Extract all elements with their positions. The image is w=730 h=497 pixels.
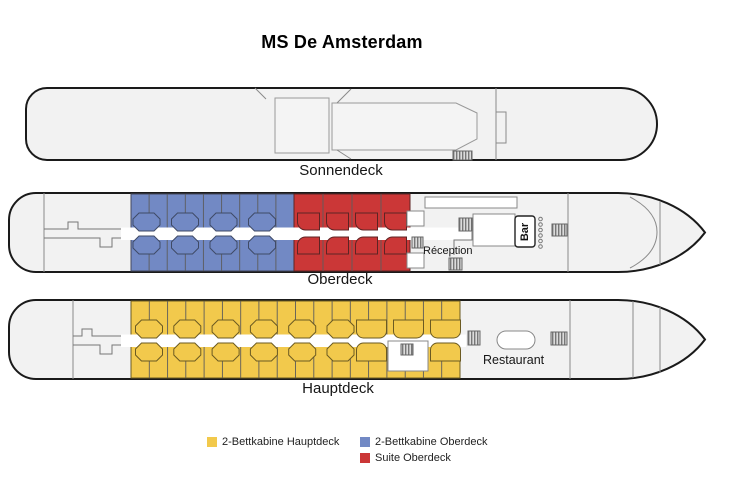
legend-item-hauptdeck: 2-Bettkabine Hauptdeck	[207, 436, 339, 448]
stairs-icon	[411, 236, 424, 249]
reception-label: Réception	[423, 245, 473, 257]
oberdeck-label: Oberdeck	[307, 271, 373, 288]
stairs-icon	[448, 257, 463, 271]
legend-swatch-blue	[360, 437, 370, 447]
legend-label: 2-Bettkabine Hauptdeck	[222, 436, 340, 448]
legend-item-oberdeck: 2-Bettkabine Oberdeck	[360, 436, 488, 448]
restaurant-table	[496, 330, 536, 350]
side-room	[406, 252, 425, 269]
bar-back-room	[472, 213, 516, 247]
legend-swatch-yellow	[207, 437, 217, 447]
legend-label: 2-Bettkabine Oberdeck	[375, 436, 488, 448]
canopy-structure	[331, 102, 478, 151]
deck-partition	[495, 88, 507, 160]
legend-column: 2-Bettkabine Oberdeck Suite Oberdeck	[360, 436, 488, 464]
corridor-oberdeck	[121, 227, 473, 240]
stairs-icon	[551, 223, 568, 237]
corridor-wall-top	[44, 221, 131, 230]
bar-stools	[538, 216, 543, 249]
hauptdeck-label: Hauptdeck	[302, 380, 374, 397]
funnel-housing	[274, 97, 330, 154]
page-title: MS De Amsterdam	[261, 32, 423, 52]
deck-ramp-lines	[254, 87, 352, 160]
legend-swatch-red	[360, 453, 370, 463]
stairs-icon	[467, 330, 481, 346]
legend-label: Suite Oberdeck	[375, 452, 451, 464]
stairs-icon	[452, 150, 473, 161]
bar-label: Bar	[519, 222, 531, 241]
skylight-strip	[424, 196, 518, 209]
stairs-icon	[550, 331, 568, 346]
stairs-icon	[400, 343, 414, 356]
bar-counter	[514, 215, 536, 248]
legend-item-suite: Suite Oberdeck	[360, 452, 488, 464]
reception-desk	[453, 231, 473, 255]
restaurant-label: Restaurant	[483, 353, 545, 367]
oberdeck-plan	[8, 192, 707, 273]
stairs-icon	[458, 217, 473, 232]
sonnendeck-label: Sonnendeck	[299, 162, 383, 179]
hauptdeck-plan	[8, 299, 707, 380]
sonnendeck-plan	[25, 87, 658, 161]
bow-arc	[629, 196, 658, 269]
corridor-wall-top	[73, 328, 131, 337]
corridor-wall-bottom	[73, 344, 131, 355]
side-room	[406, 210, 425, 227]
cabin-wide-top	[393, 319, 424, 339]
corridor-wall-bottom	[44, 237, 131, 248]
